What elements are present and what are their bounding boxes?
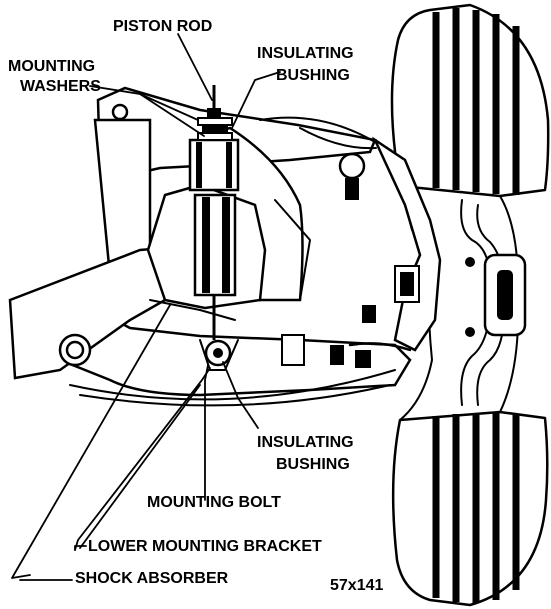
labels: PISTON ROD MOUNTING WASHERS INSULATING B… — [8, 18, 383, 594]
label-connectors — [19, 545, 87, 581]
label-mounting-washers-line2: WASHERS — [20, 78, 101, 95]
figure-number: 57x141 — [330, 577, 383, 594]
leader-lines — [11, 33, 281, 579]
wheel-hub-drawing — [460, 199, 527, 406]
label-shock-absorber: SHOCK ABSORBER — [75, 570, 229, 587]
label-piston-rod: PISTON ROD — [113, 18, 212, 35]
label-insulating-bushing-bottom-line1: INSULATING — [257, 434, 354, 451]
steering-knuckle-drawing — [362, 136, 442, 352]
label-insulating-bushing-top-line2: BUSHING — [276, 67, 350, 84]
label-lower-mounting-bracket: LOWER MOUNTING BRACKET — [88, 538, 322, 555]
label-insulating-bushing-top-line1: INSULATING — [257, 45, 354, 62]
label-insulating-bushing-bottom-line2: BUSHING — [276, 456, 350, 473]
shock-absorber-drawing — [146, 85, 311, 371]
label-mounting-bolt: MOUNTING BOLT — [147, 494, 281, 511]
label-mounting-washers-line1: MOUNTING — [8, 58, 95, 75]
